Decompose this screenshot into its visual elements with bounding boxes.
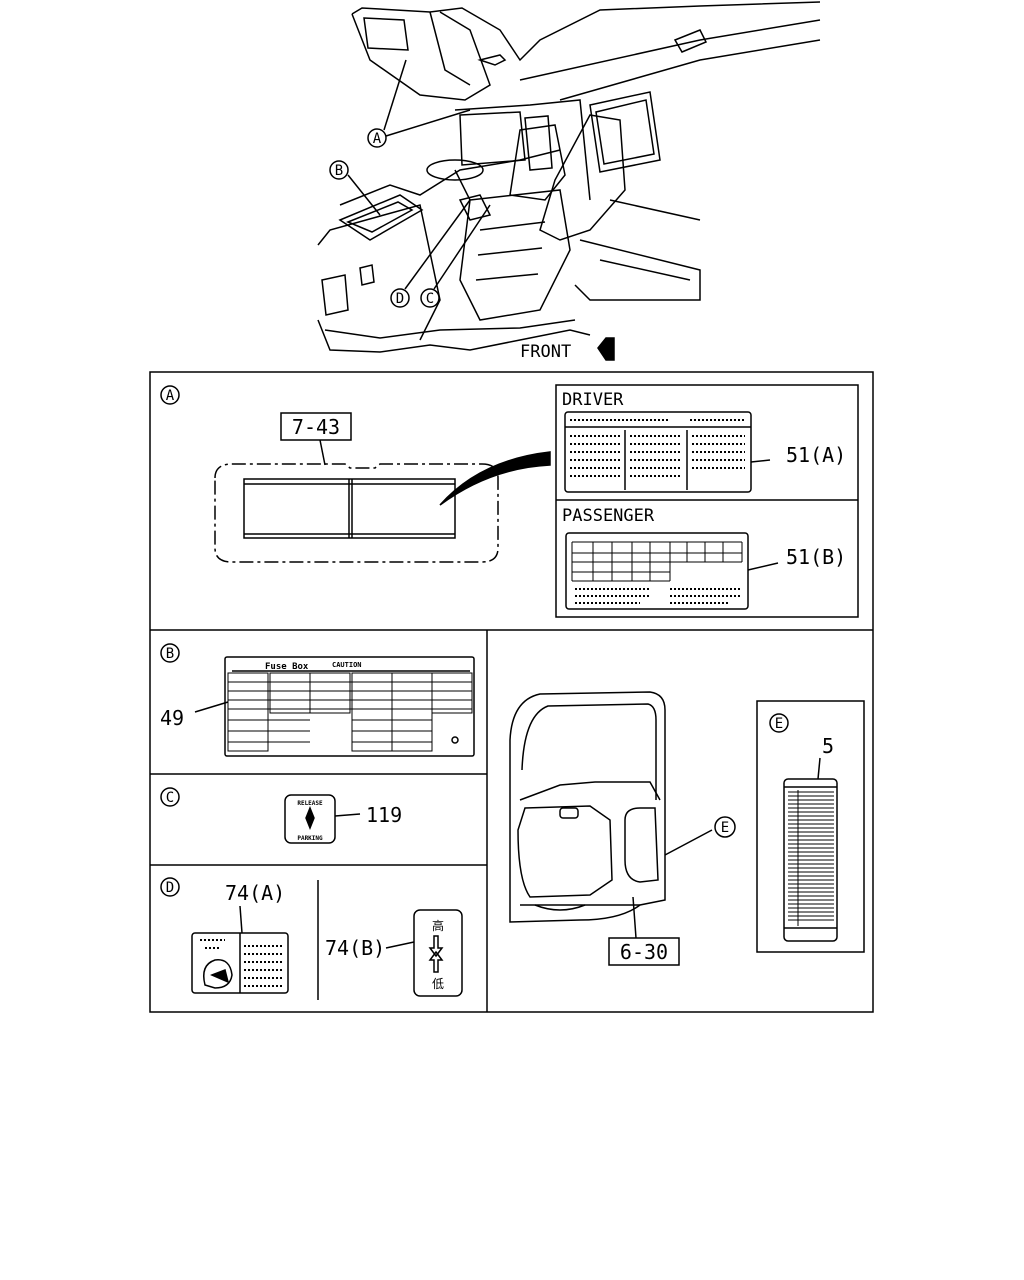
callout-a-overview: A [373,131,382,147]
panel-e [510,692,864,965]
panel-e-inset-circle: E [775,716,783,732]
fuse-box-caution: CAUTION [332,661,362,669]
front-label: FRONT [520,342,571,362]
driver-title: DRIVER [562,390,624,410]
release-text: RELEASE [297,800,323,807]
panel-b [161,644,474,756]
panel-e-part-number: 5 [822,734,834,758]
panel-a-circle: A [166,388,175,404]
panel-d [161,878,462,1000]
driver-part-number: 51(A) [786,443,846,467]
panel-a [161,385,858,617]
low-glyph: 低 [432,977,444,991]
cab-interior-illustration [318,2,820,360]
high-glyph: 高 [432,918,444,933]
callout-c-overview: C [426,291,434,307]
panel-b-circle: B [166,646,174,662]
panel-c-part-number: 119 [366,803,402,827]
panel-d-part-a: 74(A) [225,881,285,905]
panel-c-circle: C [166,790,174,806]
panel-e-door-callout: E [721,820,729,836]
panel-frames [150,372,873,1012]
fuse-box-title: Fuse Box [265,662,309,672]
callout-d-overview: D [396,291,404,307]
passenger-part-number: 51(B) [786,545,846,569]
panel-a-ref: 7-43 [292,415,340,439]
panel-e-ref: 6-30 [620,940,668,964]
callout-b-overview: B [335,163,343,179]
panel-b-part-number: 49 [160,706,184,730]
passenger-title: PASSENGER [562,506,655,526]
panel-d-circle: D [166,880,174,896]
parking-text: PARKING [297,835,323,842]
panel-d-part-b: 74(B) [325,936,385,960]
panel-c [161,788,360,843]
